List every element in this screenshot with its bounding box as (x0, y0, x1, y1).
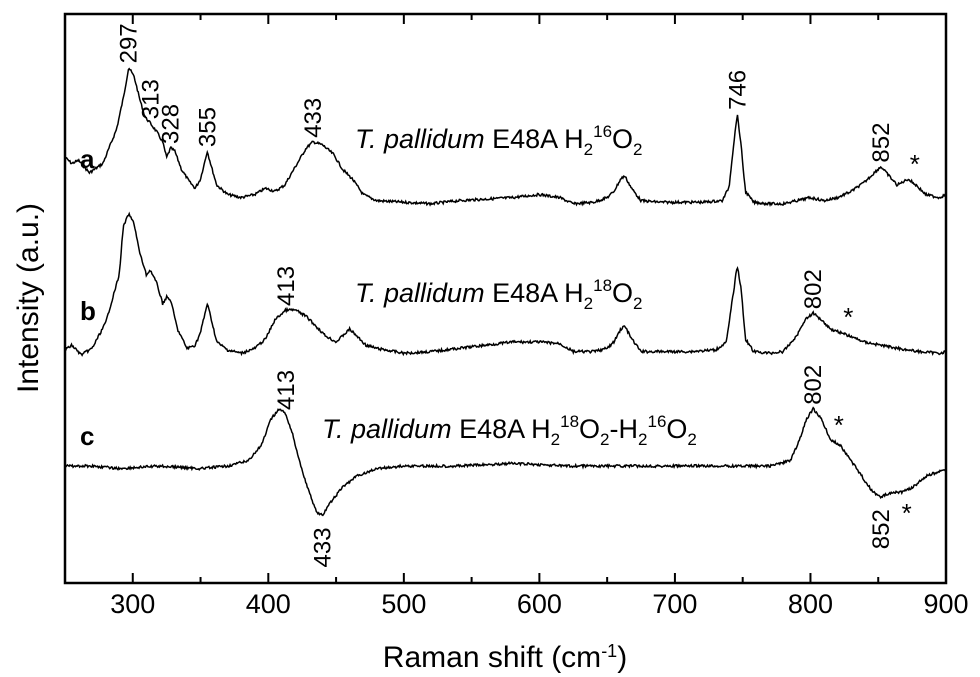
asterisk-marker: * (902, 498, 912, 528)
peak-label-852: 852 (868, 123, 895, 163)
series-letter-c: c (80, 421, 94, 451)
asterisk-marker: * (834, 410, 844, 440)
x-tick-label: 300 (110, 589, 155, 619)
y-axis-title: Intensity (a.u.) (12, 203, 45, 393)
peak-label-413: 413 (273, 266, 300, 306)
x-axis-ticks (64, 14, 947, 583)
peak-label-802: 802 (800, 269, 827, 309)
series-name-a: T. pallidum E48A H216O2 (355, 122, 643, 159)
x-tick-label: 600 (517, 589, 562, 619)
series-line-c (64, 406, 947, 517)
plot-frame (63, 12, 948, 585)
peak-label-328: 328 (158, 104, 185, 144)
series-letter-b: b (80, 296, 96, 326)
asterisk-marker: * (910, 149, 920, 179)
peak-label-852: 852 (868, 509, 895, 549)
series-name-b: T. pallidum E48A H218O2 (355, 276, 643, 313)
x-tick-label: 400 (246, 589, 291, 619)
series-lines (64, 67, 947, 517)
x-axis-tick-labels: 300 400 500 600 700 800 900 (110, 589, 968, 619)
x-tick-label: 500 (381, 589, 426, 619)
asterisk-marker: * (843, 302, 853, 332)
peak-label-433: 433 (300, 98, 327, 138)
series-letter-a: a (80, 144, 95, 174)
peak-label-297: 297 (116, 23, 143, 63)
peak-label-313: 313 (137, 79, 164, 119)
annotations: a T. pallidum E48A H216O2 b T. pallidum E48… (80, 23, 920, 567)
peak-label-355: 355 (194, 107, 221, 147)
peak-label-413: 413 (273, 370, 300, 410)
series-line-b (64, 211, 947, 357)
x-tick-label: 700 (652, 589, 697, 619)
series-name-c: T. pallidum E48A H218O2-H216O2 (322, 412, 697, 449)
peak-label-802: 802 (800, 365, 827, 405)
x-tick-label: 800 (788, 589, 833, 619)
peak-label-746: 746 (724, 70, 751, 110)
x-axis-title: Raman shift (cm-1) (383, 641, 627, 674)
x-tick-label: 900 (923, 589, 968, 619)
peak-label-433: 433 (310, 527, 337, 567)
series-line-a (64, 67, 947, 207)
